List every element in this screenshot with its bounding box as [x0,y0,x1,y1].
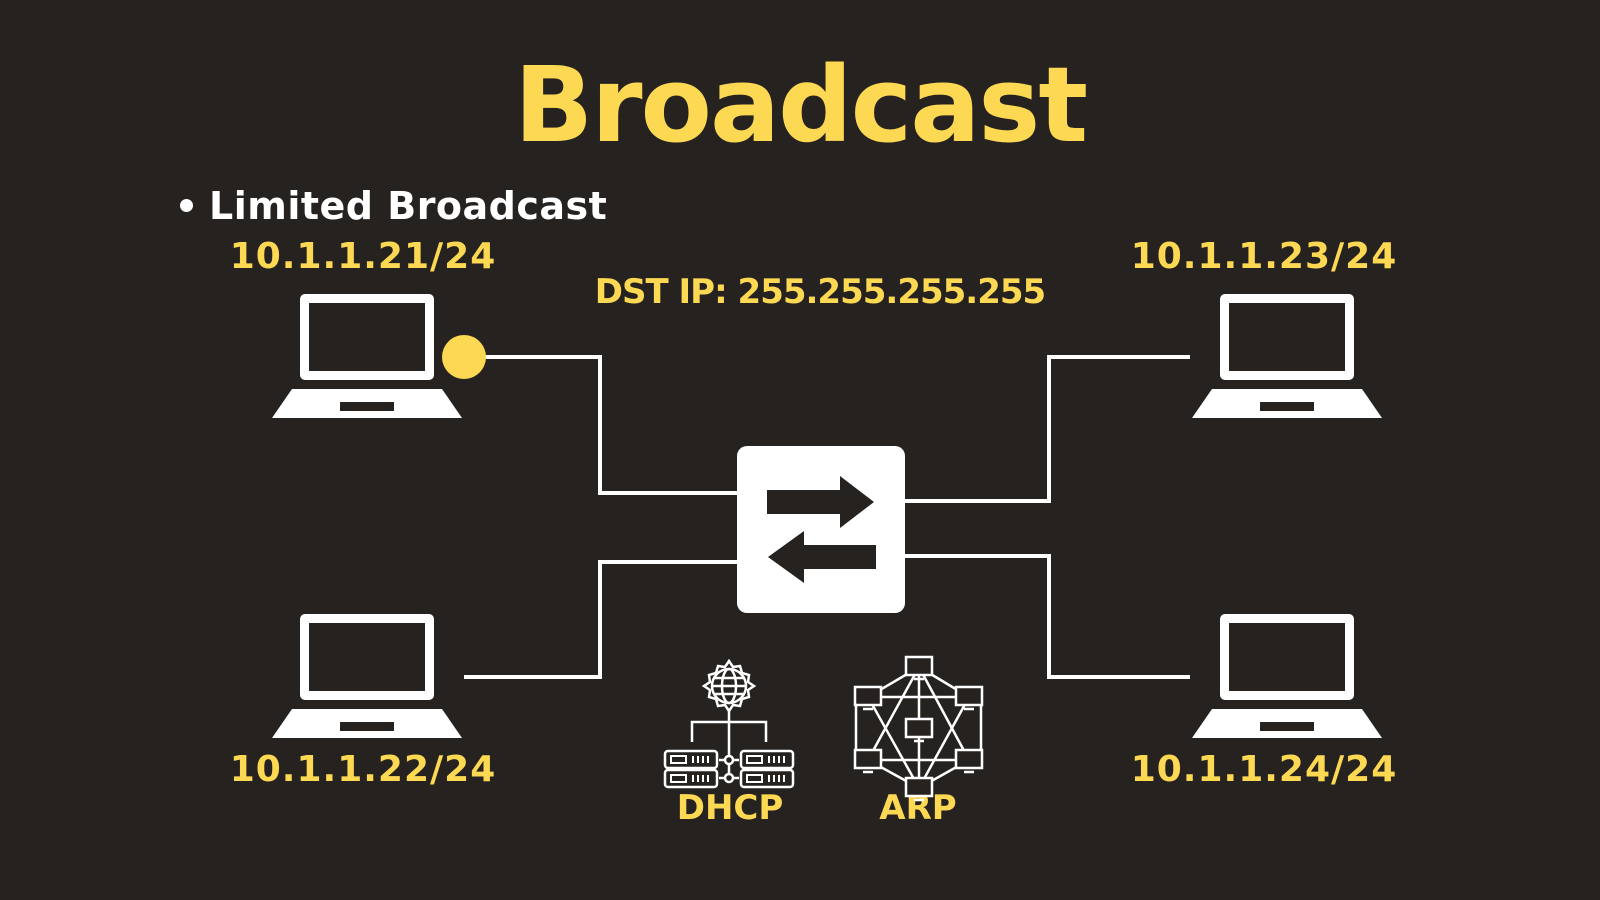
switch-icon [737,446,905,613]
bullet-item: Limited Broadcast [180,184,607,228]
broadcast-source-dot [442,335,486,379]
connection-lines [464,355,1190,679]
link-host-1 [482,355,737,495]
host-ip-label-3: 10.1.1.23/24 [1130,236,1398,277]
bullet-dot [180,199,193,212]
bullet-label: Limited Broadcast [209,184,608,228]
laptop-icon [272,614,462,738]
link-host-4 [904,554,1190,679]
link-host-2 [464,560,737,679]
laptop-icon [272,294,462,418]
destination-ip-label: DST IP: 255.255.255.255 [594,272,1046,312]
link-host-3 [904,355,1190,503]
arp-network-icon [853,655,984,802]
host-ip-label-4: 10.1.1.24/24 [1130,749,1398,790]
laptop-icon [1192,294,1382,418]
dhcp-server-icon [663,658,795,789]
protocol-label-dhcp: DHCP [676,788,784,828]
diagram-title: Broadcast [513,44,1088,166]
host-ip-label-1: 10.1.1.21/24 [229,236,497,277]
laptop-icon [1192,614,1382,738]
host-ip-label-2: 10.1.1.22/24 [229,749,497,790]
